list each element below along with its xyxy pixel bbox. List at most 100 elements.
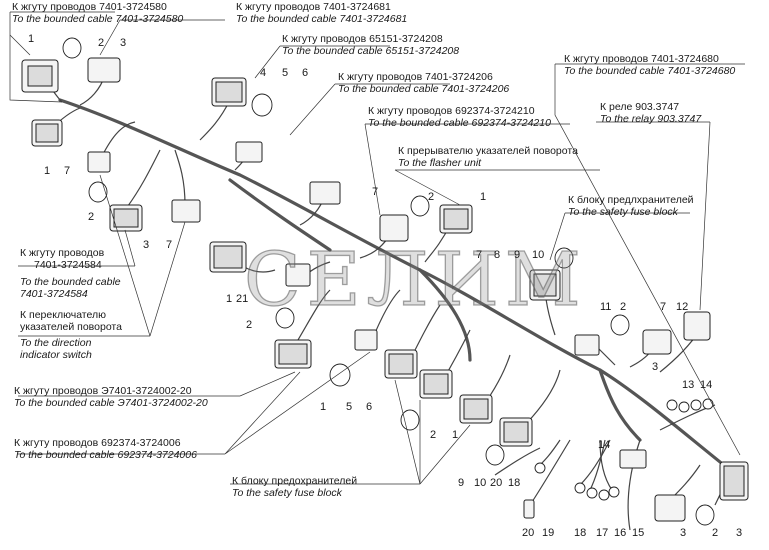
num-10-b: 10 bbox=[474, 477, 486, 489]
num-1-a: 1 bbox=[28, 33, 34, 45]
label-flasher-en: To the flasher unit bbox=[398, 157, 482, 169]
leader-lines bbox=[9, 11, 745, 485]
num-2-b: 2 bbox=[88, 211, 94, 223]
num-20-b: 20 bbox=[522, 527, 534, 539]
label-cable-7401-3724680-ru: К жгуту проводов 7401-3724680 bbox=[564, 53, 719, 65]
connector-15 bbox=[619, 449, 647, 469]
label-direction-switch-ru-2: указателей поворота bbox=[20, 321, 122, 333]
label-fuse-block-en: To the safety fuse block bbox=[232, 487, 343, 499]
connector-7-left bbox=[87, 151, 111, 173]
num-12: 12 bbox=[676, 301, 688, 313]
num-18-b: 18 bbox=[574, 527, 586, 539]
connector-3-bottom bbox=[654, 494, 686, 522]
label-cable-e7401-en: To the bounded cable Э7401-3724002-20 bbox=[14, 397, 208, 409]
connector-11 bbox=[574, 334, 600, 356]
tag-10-top bbox=[554, 247, 574, 269]
num-7-a: 7 bbox=[64, 165, 70, 177]
tag-10-bottom bbox=[485, 444, 505, 466]
num-2-g: 2 bbox=[712, 527, 718, 539]
num-16: 16 bbox=[614, 527, 626, 539]
num-3-b: 3 bbox=[143, 239, 149, 251]
num-14-a: 14 bbox=[700, 379, 712, 391]
num-6-b: 6 bbox=[366, 401, 372, 413]
ring-13 bbox=[666, 399, 678, 411]
label-direction-switch-en-1: To the direction bbox=[20, 337, 92, 349]
num-10-a: 10 bbox=[532, 249, 544, 261]
label-relay-ru: К реле 903.3747 bbox=[600, 101, 679, 113]
num-1-d: 1 bbox=[226, 293, 232, 305]
num-2-f: 2 bbox=[620, 301, 626, 313]
ring-18 bbox=[534, 462, 546, 474]
connector-21 bbox=[285, 263, 311, 287]
label-cable-692374-3724006-ru: К жгуту проводов 692374-3724006 bbox=[14, 437, 181, 449]
connector-6-top bbox=[235, 141, 263, 163]
label-cable-7401-3724584-en-2: 7401-3724584 bbox=[20, 288, 88, 300]
label-cable-7401-3724584-en-1: To the bounded cable bbox=[20, 276, 121, 288]
connector-3-top bbox=[87, 57, 121, 83]
num-3-e: 3 bbox=[736, 527, 742, 539]
label-cable-7401-3724681-en: To the bounded cable 7401-3724681 bbox=[236, 13, 407, 25]
num-5-a: 5 bbox=[282, 67, 288, 79]
num-1-c: 1 bbox=[480, 191, 486, 203]
num-1-e: 1 bbox=[320, 401, 326, 413]
ring-18a bbox=[574, 482, 586, 494]
label-direction-switch-en-2: indicator switch bbox=[20, 349, 92, 361]
num-7-d: 7 bbox=[476, 249, 482, 261]
num-4: 4 bbox=[260, 67, 266, 79]
label-cable-7401-3724584-ru-1: К жгуту проводов bbox=[20, 247, 105, 259]
tag-5-top bbox=[251, 93, 273, 117]
label-cable-7401-3724584-ru-2: 7401-3724584 bbox=[34, 259, 102, 271]
num-2-d: 2 bbox=[246, 319, 252, 331]
num-15: 15 bbox=[632, 527, 644, 539]
tag-2-top bbox=[62, 37, 82, 59]
label-relay-en: To the relay 903.3747 bbox=[600, 113, 702, 125]
watermark: СЕЛИМ bbox=[244, 237, 587, 323]
num-7-c: 7 bbox=[372, 186, 378, 198]
tag-2-center bbox=[410, 195, 430, 217]
label-cable-7401-3724681-ru: К жгуту проводов 7401-3724681 bbox=[236, 1, 391, 13]
num-5-b: 5 bbox=[346, 401, 352, 413]
connector-6-bottom bbox=[354, 329, 378, 351]
label-cable-7401-3724206-ru: К жгуту проводов 7401-3724206 bbox=[338, 71, 493, 83]
label-cable-7401-3724580-en: To the bounded cable 7401-3724580 bbox=[12, 13, 183, 25]
connector-12-relay bbox=[683, 311, 711, 341]
label-fuse-block-ru: К блоку предохранителей bbox=[232, 475, 357, 487]
num-7-e: 7 bbox=[660, 301, 666, 313]
label-safety-fuse-en: To the safety fuse block bbox=[568, 206, 679, 218]
num-1-f: 1 bbox=[452, 429, 458, 441]
label-cable-7401-3724580-ru: К жгуту проводов 7401-3724580 bbox=[12, 1, 167, 13]
tag-2-fuse bbox=[400, 409, 420, 431]
label-cable-692374-3724210-ru: К жгуту проводов 692374-3724210 bbox=[368, 105, 535, 117]
num-1-b: 1 bbox=[44, 165, 50, 177]
num-3-d: 3 bbox=[680, 527, 686, 539]
num-11: 11 bbox=[600, 301, 611, 313]
tag-2-left bbox=[88, 181, 108, 203]
num-20-a: 20 bbox=[490, 477, 502, 489]
connector-2-center bbox=[379, 214, 409, 242]
num-2-c: 2 bbox=[428, 191, 434, 203]
tag-2-right bbox=[610, 314, 630, 336]
num-13: 13 bbox=[682, 379, 694, 391]
num-9-b: 9 bbox=[458, 477, 464, 489]
num-14-b: 14 bbox=[598, 439, 610, 451]
label-direction-switch-ru-1: К переключателю bbox=[20, 309, 106, 321]
tag-2-switch bbox=[275, 307, 295, 329]
num-3-c: 3 bbox=[652, 361, 658, 373]
num-8: 8 bbox=[494, 249, 500, 261]
tag-2-bottom bbox=[695, 504, 715, 526]
connector-7-center bbox=[309, 181, 341, 205]
label-cable-692374-3724210-en: To the bounded cable 692374-3724210 bbox=[368, 117, 551, 129]
num-21: 21 bbox=[236, 293, 248, 305]
num-2-a: 2 bbox=[98, 37, 104, 49]
num-9-a: 9 bbox=[514, 249, 520, 261]
num-2-e: 2 bbox=[430, 429, 436, 441]
callout-labels: К жгуту проводов 7401-3724580 To the bou… bbox=[12, 1, 735, 499]
connector-7-mid bbox=[171, 199, 201, 223]
label-cable-e7401-ru: К жгуту проводов Э7401-3724002-20 bbox=[14, 385, 192, 397]
label-cable-692374-3724006-en: To the bounded cable 692374-3724006 bbox=[14, 449, 197, 461]
num-6-a: 6 bbox=[302, 67, 308, 79]
num-18-a: 18 bbox=[508, 477, 520, 489]
label-flasher-ru: К прерывателю указателей поворота bbox=[398, 145, 578, 157]
